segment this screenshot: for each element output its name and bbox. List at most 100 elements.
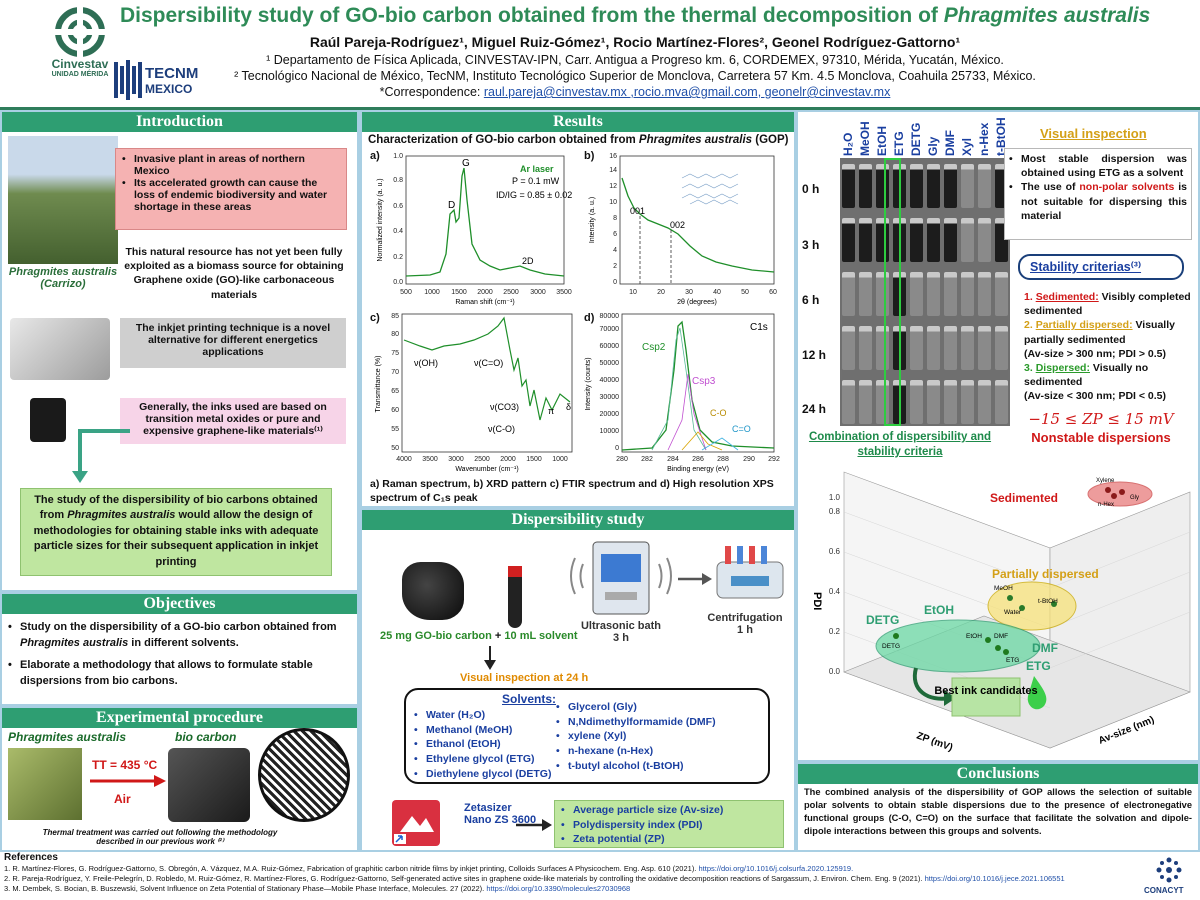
ftir-oh: ν(OH) [414, 358, 438, 368]
ftir-xtick: 3500 [422, 456, 438, 463]
solvent-item: Methanol (MeOH) [414, 723, 551, 738]
vial-cell [978, 218, 991, 262]
results-caption: a) Raman spectrum, b) XRD pattern c) FTI… [370, 478, 774, 504]
ftir-xlabel: Wavenumber (cm⁻¹) [455, 466, 518, 473]
best-candidates-box [951, 677, 1021, 717]
param-item: Average particle size (Av-size) [561, 803, 777, 818]
raman-spectrum-line [405, 167, 565, 277]
raman-ytick: 0.8 [393, 177, 403, 184]
intro-heading: Introduction [2, 112, 357, 132]
ftir-pi: π [548, 406, 554, 416]
raman-d-peak: D [448, 200, 455, 211]
vial-cell [842, 380, 855, 424]
ftir-ytick: 60 [391, 407, 399, 414]
vial-cell [927, 326, 940, 370]
xrd-ylabel: Intensity (a. u.) [589, 197, 596, 243]
param-item: Polydispersity index (PDI) [561, 818, 777, 833]
raman-xtick: 3000 [530, 289, 546, 296]
point-label: DETG [882, 643, 900, 650]
conclusions-text: The combined analysis of the dispersibil… [804, 787, 1192, 837]
vial-cell [842, 164, 855, 208]
xrd-ytick: 8 [613, 215, 617, 222]
vial-cell [961, 218, 974, 262]
solvent-header: H₂O [841, 133, 855, 156]
vial-cell [944, 218, 957, 262]
vial-cell [961, 164, 974, 208]
tecnm-logo-text: TECNM MEXICO [145, 65, 199, 96]
sedimented-label: Sedimented [990, 491, 1058, 505]
tecnm-logo-icon [114, 60, 142, 100]
reference-1-link[interactable]: https://doi.org/10.1016/j.colsurfa.2020.… [698, 864, 854, 873]
plant-stems-image [8, 748, 82, 820]
point-xylene [1105, 487, 1111, 493]
criteria-list: 1. Sedimented: Visibly completed sedimen… [1024, 290, 1196, 403]
xps-ytick: 0 [615, 445, 619, 452]
xrd-xtick: 10 [629, 289, 637, 296]
reference-3: 3. M. Dembek, S. Bocian, B. Buszewski, S… [4, 884, 631, 894]
zetasizer-arrow-icon [516, 819, 552, 831]
time-label: 3 h [802, 238, 820, 252]
ftir-chart: 4000 3500 3000 2500 2000 1500 1000 50 55… [375, 313, 573, 473]
qr-code-image[interactable] [258, 728, 350, 822]
resource-text: This natural resource has not yet been f… [124, 246, 344, 301]
raman-ytick: 0.2 [393, 254, 403, 261]
reference-3-link[interactable]: https://doi.org/10.3390/molecules2703096… [486, 884, 631, 894]
point-water [1019, 605, 1025, 611]
zp-range: −15 ≤ ZP ≤ 15 mV [1028, 410, 1174, 428]
reference-2: 2. R. Pareja-Rodríguez, Y. Freile-Pelegr… [4, 874, 1065, 884]
ftir-xtick: 3000 [448, 456, 464, 463]
raman-ytick: 0.6 [393, 203, 403, 210]
vial-cell [842, 326, 855, 370]
ftir-spectrum-line [403, 316, 571, 421]
flow-arrow-icon [72, 429, 130, 483]
etg-highlight [884, 158, 901, 426]
pdi-axis-label: PDI [811, 592, 823, 610]
vial-cell [910, 218, 923, 262]
raman-2d-peak: 2D [522, 256, 534, 266]
dispersibility-heading: Dispersibility study [362, 510, 794, 530]
solvent-header: DETG [909, 123, 923, 156]
vial-cell [944, 272, 957, 316]
ultrasonic-bath-icon [570, 541, 672, 615]
solvent-header: n-Hex [977, 122, 991, 156]
xrd-ytick: 16 [609, 153, 617, 160]
ftir-ytick: 80 [391, 331, 399, 338]
criterion-dispersed: 3. Dispersed: Visually no sedimented [1024, 361, 1149, 389]
xrd-ytick: 14 [609, 167, 617, 174]
solvents-box [404, 688, 770, 784]
solvent-header: Gly [926, 136, 940, 156]
point-label: EtOH [966, 633, 982, 640]
solvents-list-left: Water (H₂O) Methanol (MeOH) Ethanol (EtO… [414, 708, 551, 781]
point-tbtoh [1051, 601, 1057, 607]
xrd-chart: 10 20 30 40 50 60 0 2 4 6 8 10 12 14 16 … [589, 153, 777, 306]
vial-cell [995, 326, 1008, 370]
time-label: 24 h [802, 402, 827, 416]
time-label: 6 h [802, 293, 820, 307]
solvent-header: Xyl [960, 138, 974, 156]
ftir-ytick: 75 [391, 350, 399, 357]
ink-drop-icon [1027, 676, 1047, 710]
cinvestav-logo-text: Cinvestav UNIDAD MÉRIDA [51, 57, 109, 78]
centrifugation-label: Centrifugation 1 h [707, 612, 783, 636]
time-label: 0 h [802, 182, 820, 196]
xps-chart: 280 282 284 286 288 290 292 0 10000 2000… [585, 313, 780, 473]
raman-ylabel: Normalized intensity (a. u.) [377, 178, 384, 261]
xps-xtick: 286 [692, 456, 704, 463]
phragmites-photo [8, 136, 118, 264]
vial-cell [961, 380, 974, 424]
reference-2-link[interactable]: https://doi.org/10.1016/j.jece.2021.1065… [924, 874, 1065, 884]
xrd-ytick: 6 [613, 231, 617, 238]
solvent-item: t-butyl alcohol (t-BtOH) [556, 759, 716, 774]
vial-cell [910, 272, 923, 316]
vial-cell [910, 164, 923, 208]
solvent-item: N,Ndimethylformamide (DMF) [556, 715, 716, 730]
stability-3d-plot: 0.0 0.2 0.4 0.6 0.8 1.0 PDI ZP (mV) Av-s… [811, 471, 1191, 754]
point-label: Gly [1130, 495, 1139, 501]
pdi-tick: 1.0 [829, 493, 841, 502]
criteria-title-box [1018, 254, 1184, 280]
sample-tube-icon [508, 566, 522, 628]
down-arrow-icon [484, 646, 496, 670]
correspondence-emails-link[interactable]: raul.pareja@cinvestav.mx ,rocio.mva@gmai… [483, 85, 891, 99]
criterion-dispersed-spec: (Av-size < 300 nm; PDI < 0.5) [1024, 390, 1167, 403]
objective-1: Study on the dispersibility of a GO-bio … [8, 620, 348, 652]
